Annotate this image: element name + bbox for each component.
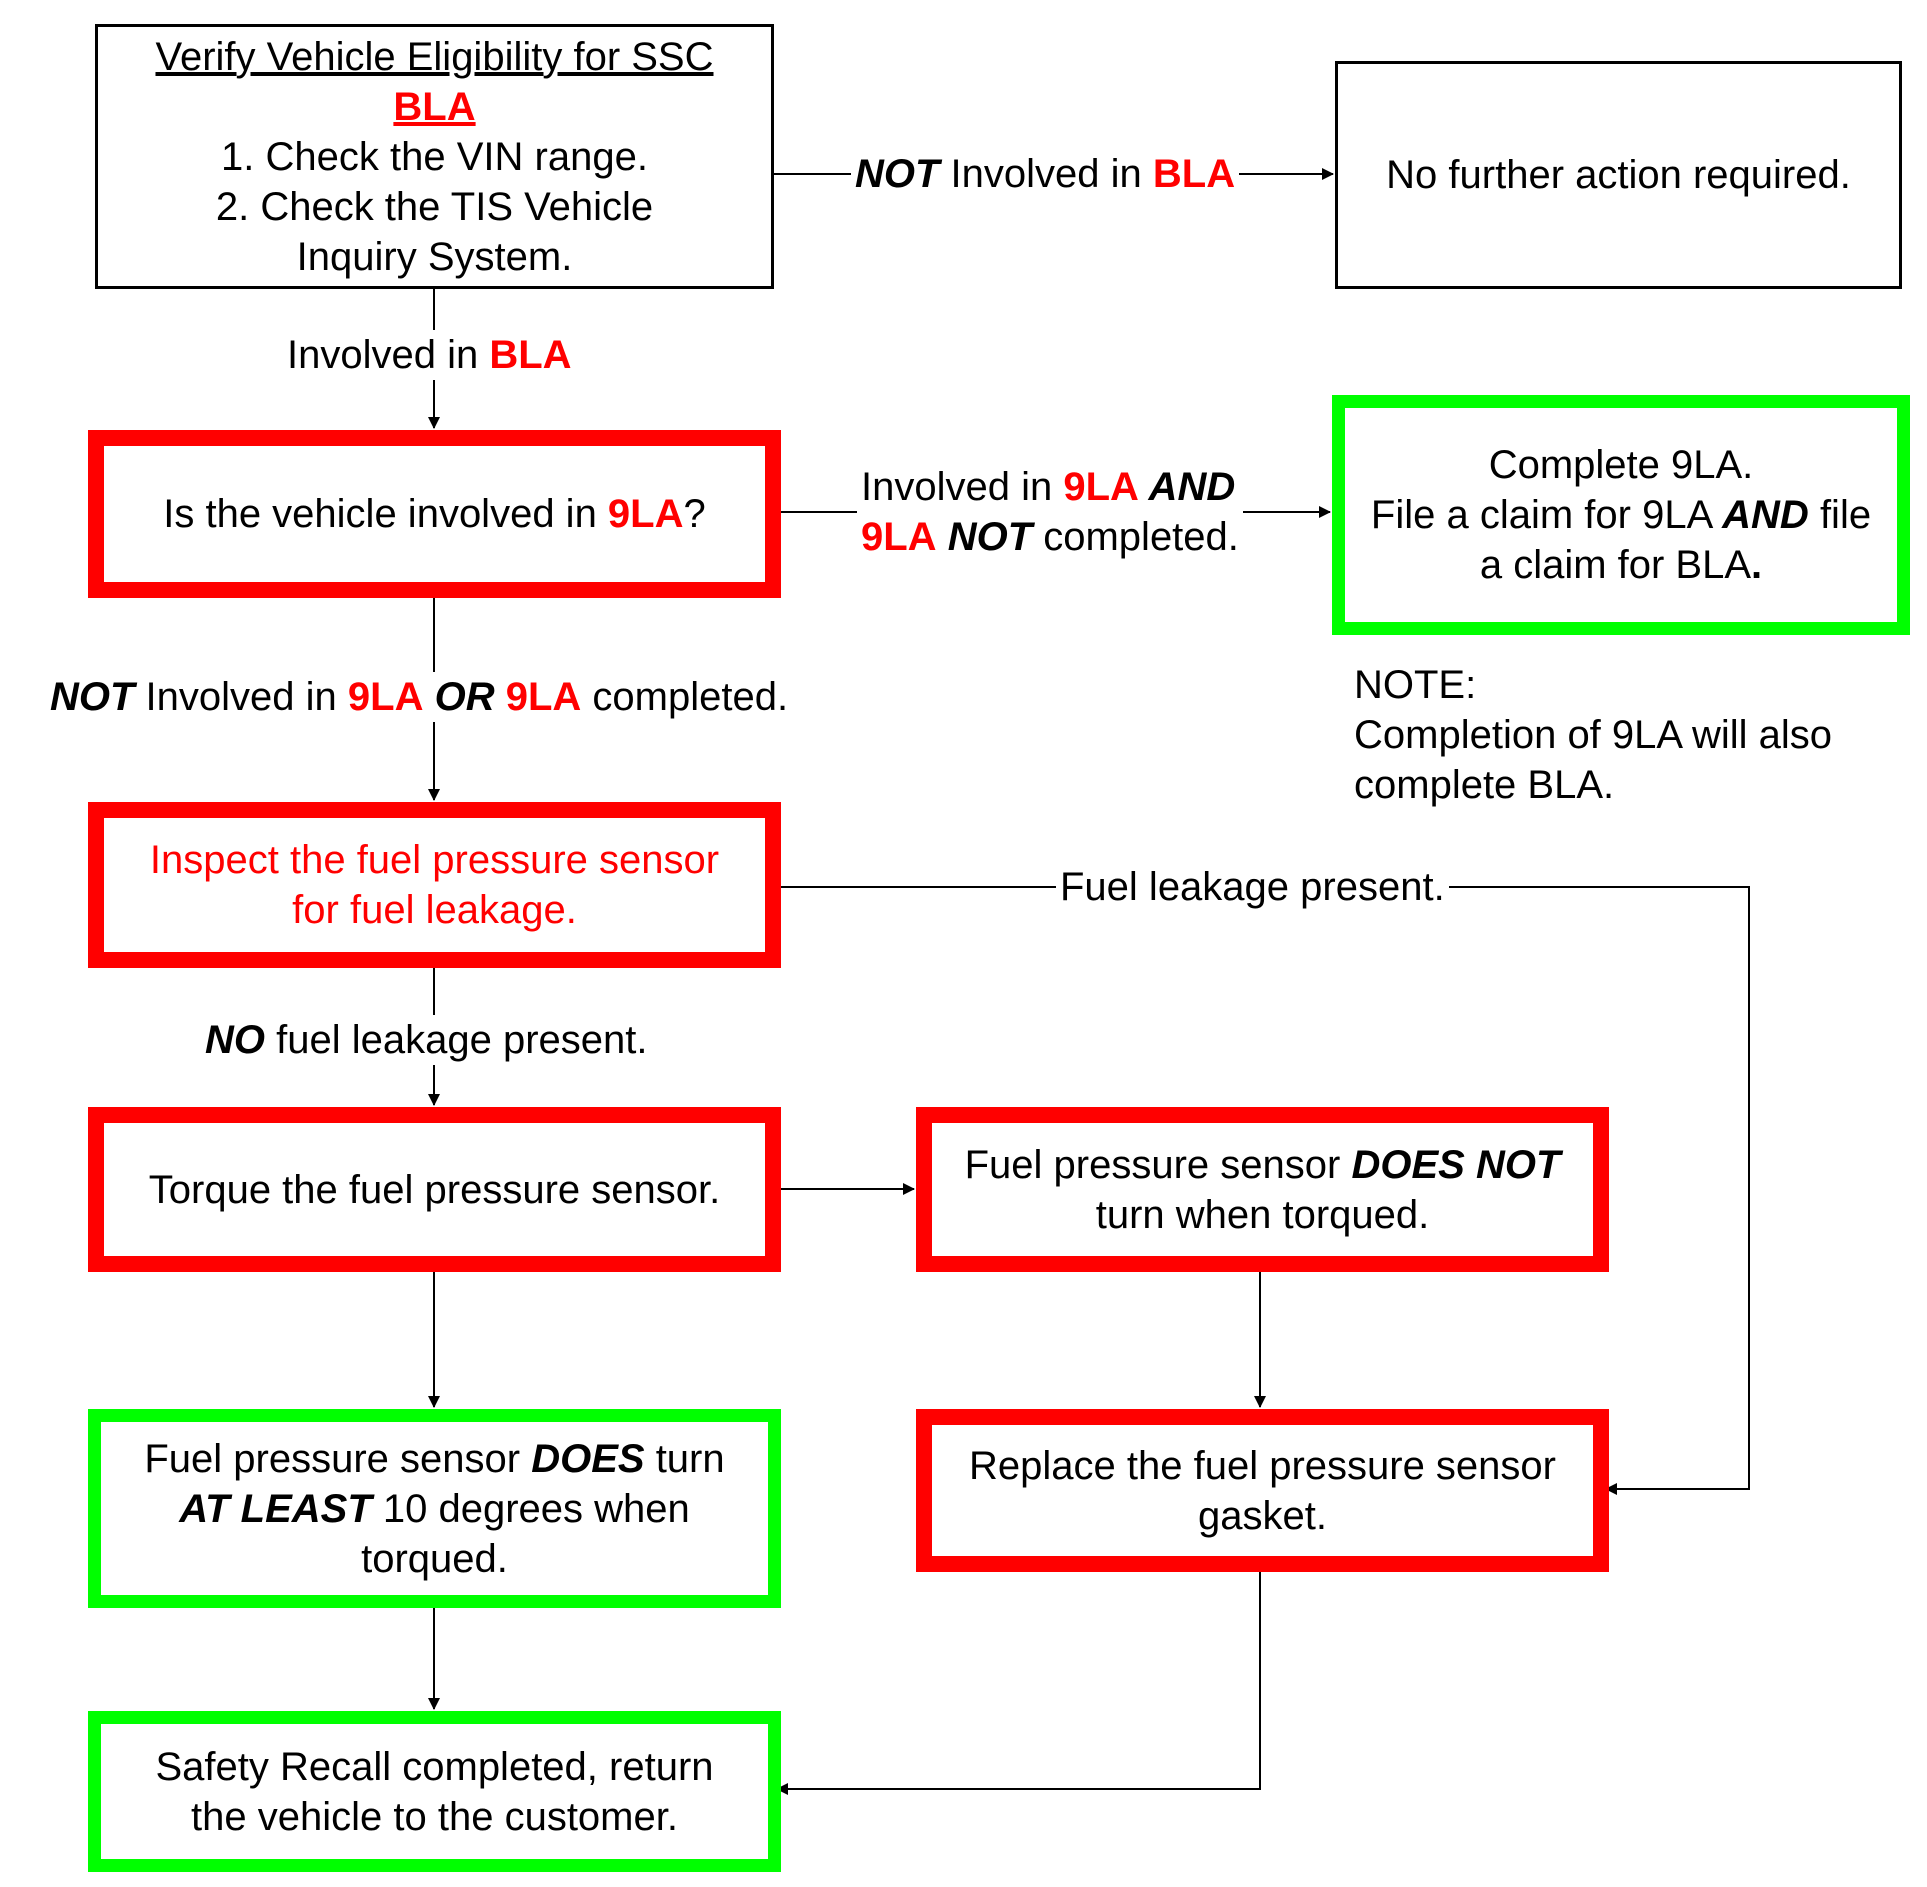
complete-9la-line2: File a claim for 9LA AND file — [1370, 493, 1872, 537]
label-involved-bla: Involved in BLA — [283, 330, 576, 380]
label-bla-code: BLA — [489, 333, 572, 377]
label-9la-not-completed: Involved in 9LA AND 9LA NOT completed. — [857, 462, 1243, 562]
torque-text: Torque the fuel pressure sensor. — [148, 1167, 721, 1212]
inspect-line2: for fuel leakage. — [292, 888, 577, 932]
step-check-tis-2: Inquiry System. — [296, 234, 573, 279]
note-text: NOTE: Completion of 9LA will also comple… — [1354, 660, 1832, 810]
verify-eligibility-box: Verify Vehicle Eligibility for SSC BLA 1… — [95, 24, 774, 289]
label-no-leakage: NO fuel leakage present. — [201, 1015, 652, 1065]
label-involved-in: Involved in — [287, 333, 490, 377]
no-action-text: No further action required. — [1386, 153, 1851, 197]
label-involved-in: Involved in — [939, 152, 1153, 196]
complete-9la-box: Complete 9LA. File a claim for 9LA AND f… — [1332, 395, 1910, 635]
inspect-box: Inspect the fuel pressure sensor for fue… — [88, 802, 781, 968]
complete-9la-line1: Complete 9LA. — [1488, 443, 1754, 487]
replace-gasket-box: Replace the fuel pressure sensor gasket. — [916, 1409, 1609, 1572]
label-not-word: NOT — [855, 152, 940, 196]
verify-title: Verify Vehicle Eligibility for SSC — [155, 34, 714, 79]
question-9la-box: Is the vehicle involved in 9LA? — [88, 430, 781, 598]
does-turn-box: Fuel pressure sensor DOES turn AT LEAST … — [88, 1409, 781, 1608]
note-heading: NOTE: — [1354, 663, 1477, 707]
question-9la-text: Is the vehicle involved in 9LA? — [163, 492, 706, 536]
complete-9la-line3: a claim for BLA. — [1479, 543, 1763, 587]
label-bla-code: BLA — [1152, 152, 1236, 196]
step-check-tis-1: 2. Check the TIS Vehicle — [215, 184, 654, 229]
torque-box: Torque the fuel pressure sensor. — [88, 1107, 781, 1272]
step-check-vin: 1. Check the VIN range. — [221, 134, 648, 179]
recall-completed-box: Safety Recall completed, return the vehi… — [88, 1711, 781, 1872]
edge-replace-to-done — [776, 1570, 1261, 1795]
no-action-box: No further action required. — [1335, 61, 1902, 289]
label-leakage-present: Fuel leakage present. — [1056, 862, 1449, 912]
label-not-involved-bla: NOT Involved in BLA — [851, 149, 1240, 199]
inspect-line1: Inspect the fuel pressure sensor — [149, 838, 720, 882]
ssc-code: BLA — [393, 84, 476, 129]
does-not-turn-box: Fuel pressure sensor DOES NOT turn when … — [916, 1107, 1609, 1272]
label-not-9la-or-completed: NOT Involved in 9LA OR 9LA completed. — [46, 672, 793, 722]
